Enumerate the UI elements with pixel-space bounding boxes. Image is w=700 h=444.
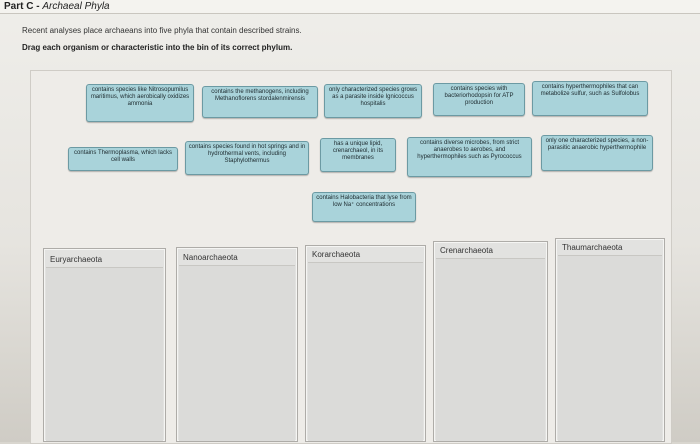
tile-thermoplasma[interactable]: contains Thermoplasma, which lacks cell … bbox=[68, 147, 178, 171]
tile-ignicoccus-parasite[interactable]: only characterized species grows as a pa… bbox=[324, 84, 422, 118]
bin-drop-zone bbox=[179, 265, 295, 441]
tile-nitrosopumilus[interactable]: contains species like Nitrosopumilus mar… bbox=[86, 84, 194, 122]
tile-halobacteria[interactable]: contains Halobacteria that lyse from low… bbox=[312, 192, 416, 222]
tile-sulfolobus[interactable]: contains hyperthermophiles that can meta… bbox=[532, 81, 648, 116]
tile-bacteriorhodopsin[interactable]: contains species with bacteriorhodopsin … bbox=[433, 83, 525, 116]
bin-drop-zone bbox=[436, 258, 545, 441]
instruction-text: Drag each organism or characteristic int… bbox=[22, 43, 293, 52]
bin-label-thaumarchaeota: Thaumarchaeota bbox=[562, 243, 623, 252]
part-separator: - bbox=[33, 1, 43, 12]
bin-nanoarchaeota[interactable]: Nanoarchaeota bbox=[176, 247, 298, 442]
part-subtitle: Archaeal Phyla bbox=[42, 1, 110, 12]
bin-label-euryarchaeota: Euryarchaeota bbox=[50, 255, 103, 264]
part-label: Part C bbox=[4, 1, 34, 12]
tile-non-parasitic-hyperthermophile[interactable]: only one characterized species, a non-pa… bbox=[541, 135, 653, 171]
bin-drop-zone bbox=[46, 267, 163, 441]
intro-text: Recent analyses place archaeans into fiv… bbox=[22, 26, 302, 35]
bin-label-crenarchaeota: Crenarchaeota bbox=[440, 246, 493, 255]
part-title: Part C - Archaeal Phyla bbox=[4, 1, 110, 12]
tile-methanogens[interactable]: contains the methanogens, including Meth… bbox=[202, 86, 318, 118]
bin-crenarchaeota[interactable]: Crenarchaeota bbox=[433, 241, 548, 442]
bin-label-korarchaeota: Korarchaeota bbox=[312, 250, 361, 259]
bin-drop-zone bbox=[558, 255, 662, 441]
header-bar: Part C - Archaeal Phyla bbox=[0, 0, 700, 14]
bin-korarchaeota[interactable]: Korarchaeota bbox=[305, 245, 426, 442]
tile-crenarchaeol[interactable]: has a unique lipid, crenarchaeol, in its… bbox=[320, 138, 396, 172]
tile-staphylothermus[interactable]: contains species found in hot springs an… bbox=[185, 141, 309, 175]
bin-drop-zone bbox=[308, 262, 423, 441]
tile-pyrococcus[interactable]: contains diverse microbes, from strict a… bbox=[407, 137, 532, 177]
bin-thaumarchaeota[interactable]: Thaumarchaeota bbox=[555, 238, 665, 442]
bin-label-nanoarchaeota: Nanoarchaeota bbox=[183, 253, 238, 262]
bin-euryarchaeota[interactable]: Euryarchaeota bbox=[43, 248, 166, 442]
